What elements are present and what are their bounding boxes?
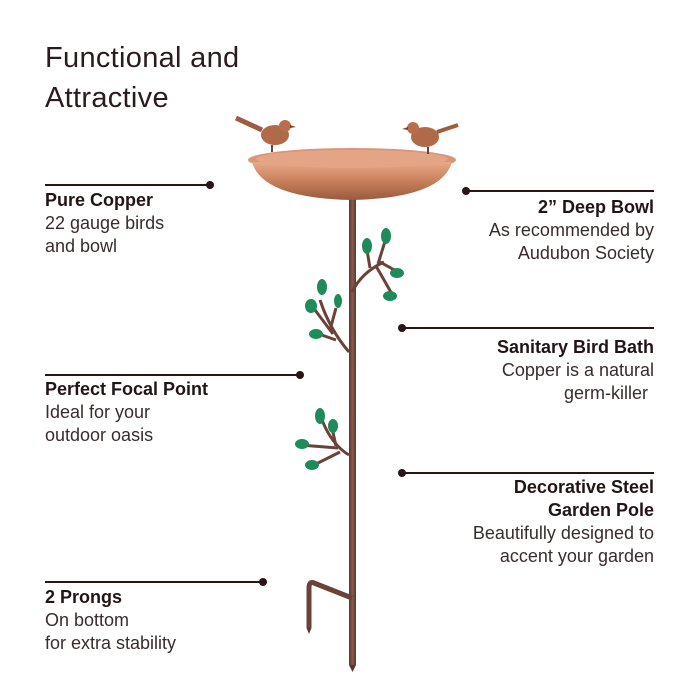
- callout-body: and bowl: [45, 236, 118, 256]
- callout-body: outdoor oasis: [45, 425, 154, 445]
- callout-heading: Decorative Steel: [513, 477, 654, 497]
- callout-body: accent your garden: [499, 546, 654, 566]
- page-title: Functional and Attractive: [45, 38, 239, 118]
- leader-dot: [206, 181, 214, 189]
- callout-heading: Garden Pole: [547, 500, 654, 520]
- callout-heading: Pure Copper: [45, 190, 154, 210]
- leaves: [295, 228, 404, 470]
- pole: [349, 195, 356, 665]
- leader-line: [402, 472, 654, 474]
- callout-body: On bottom: [45, 610, 130, 630]
- callout-heading: 2 Prongs: [45, 587, 123, 607]
- callout-body: germ-killer: [563, 383, 648, 403]
- leader-line: [402, 327, 654, 329]
- leader-dot: [296, 371, 304, 379]
- prong: [306, 580, 353, 628]
- title-line-1: Functional and: [45, 42, 240, 74]
- callout-heading: 2” Deep Bowl: [537, 197, 654, 217]
- callout-heading: Perfect Focal Point: [45, 379, 209, 399]
- callout-body: Beautifully designed to: [472, 523, 654, 543]
- bird-left: [234, 115, 296, 152]
- leader-line: [466, 190, 654, 192]
- leader-line: [45, 184, 210, 186]
- callout-body: As recommended by: [488, 220, 654, 240]
- bird-right: [402, 122, 459, 154]
- callout-body: Copper is a natural: [501, 360, 654, 380]
- leader-line: [45, 581, 263, 583]
- title-line-2: Attractive: [45, 82, 169, 114]
- callout-body: for extra stability: [45, 633, 177, 653]
- callout-body: 22 gauge birds: [45, 213, 165, 233]
- leader-dot: [259, 578, 267, 586]
- leader-line: [45, 374, 300, 376]
- callout-body: Ideal for your: [45, 402, 151, 422]
- callout-heading: Sanitary Bird Bath: [496, 337, 654, 357]
- callout-body: Audubon Society: [517, 243, 654, 263]
